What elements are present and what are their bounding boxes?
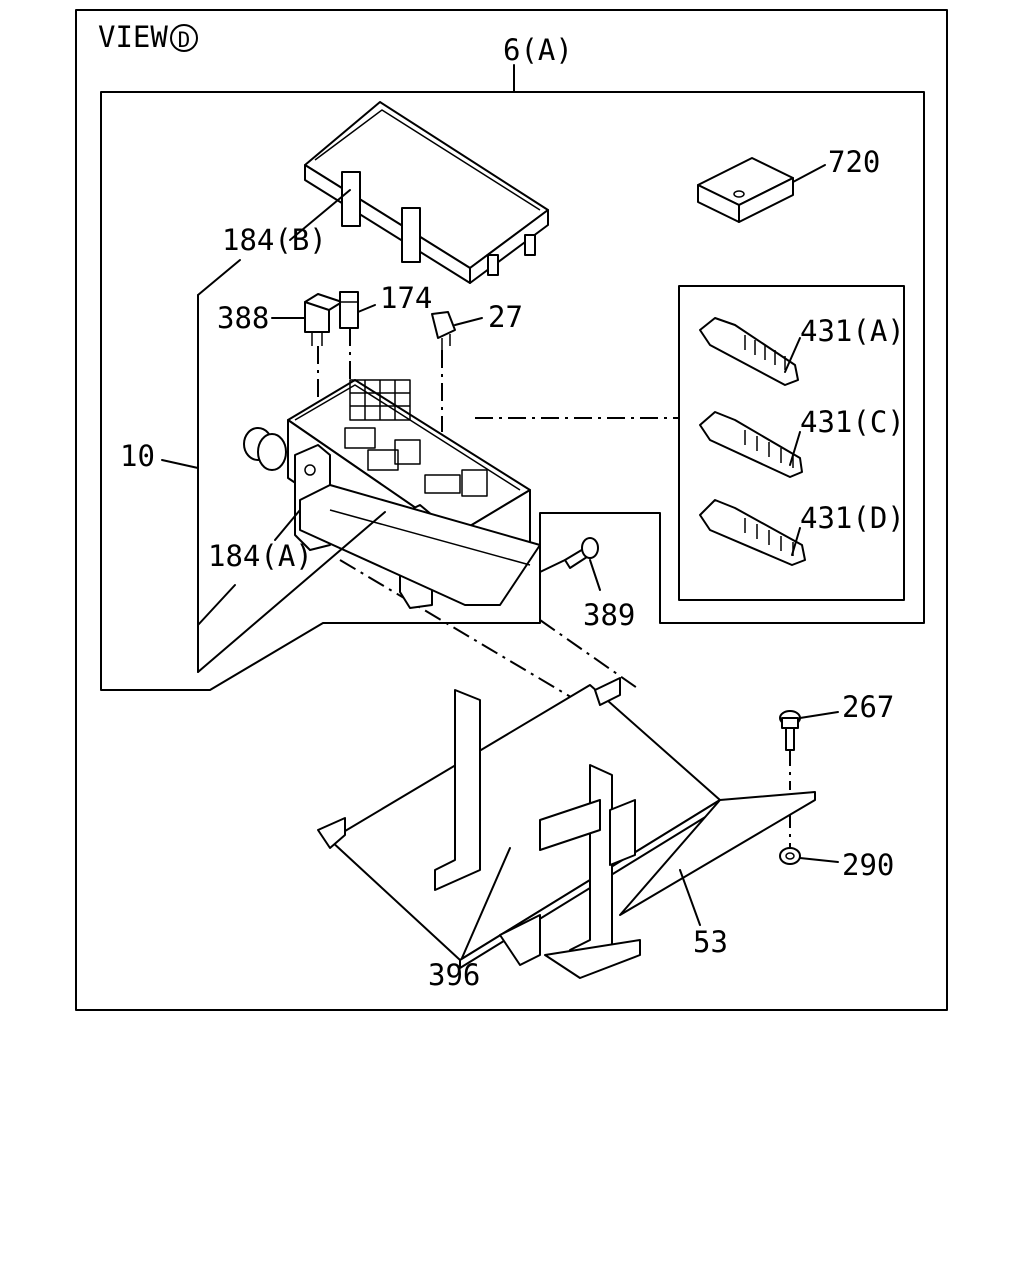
clip-720: [697, 157, 794, 223]
label-389: 389: [583, 598, 635, 632]
nut-290: [779, 847, 801, 865]
assembly-boundary: [100, 91, 925, 691]
bracket-53: [317, 677, 816, 979]
label-388: 388: [217, 301, 269, 335]
label-184B: 184(B): [222, 223, 327, 257]
connector-431C: [699, 411, 803, 478]
fuse-27: [431, 311, 456, 350]
label-267: 267: [842, 690, 894, 724]
label-396: 396: [428, 958, 480, 992]
outer-frame: [75, 9, 948, 1011]
relay-388: [304, 293, 343, 346]
label-290: 290: [842, 848, 894, 882]
label-431D: 431(D): [800, 501, 905, 535]
screw-389: [564, 537, 599, 569]
leader-184B: [289, 189, 351, 241]
label-720: 720: [828, 145, 880, 179]
fuse-box-cover: [304, 101, 549, 284]
view-title: VIEW: [98, 20, 168, 54]
label-184A: 184(A): [208, 539, 313, 573]
connector-431D: [699, 499, 806, 566]
label-53: 53: [693, 925, 728, 959]
bolt-267: [779, 710, 801, 751]
svg-text:D: D: [178, 28, 191, 52]
connector-431A: [699, 317, 799, 386]
label-431C: 431(C): [800, 405, 905, 439]
fuse-174: [339, 291, 359, 329]
label-174: 174: [380, 281, 432, 315]
view-marker: D: [170, 24, 198, 52]
label-6A: 6(A): [503, 33, 573, 67]
label-431A: 431(A): [800, 314, 905, 348]
label-10: 10: [120, 439, 155, 473]
fuse-box-body: [243, 379, 541, 609]
connector-subbox: [678, 285, 905, 601]
label-27: 27: [488, 300, 523, 334]
